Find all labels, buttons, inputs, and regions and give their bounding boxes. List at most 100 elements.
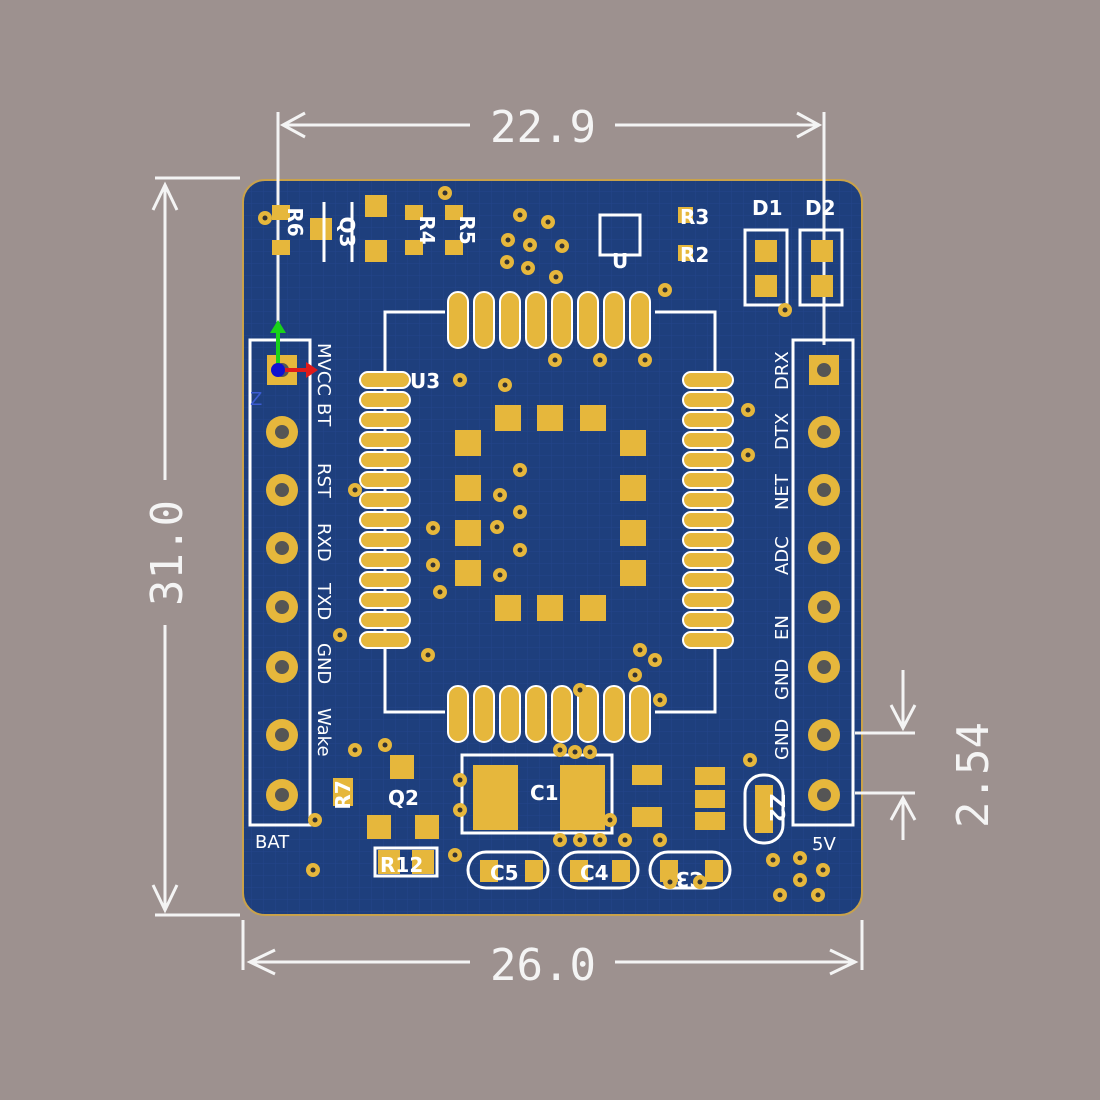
via-hole bbox=[777, 892, 783, 898]
q3-designator: Q3 bbox=[335, 217, 359, 248]
via-hole bbox=[587, 749, 593, 755]
u3-center-pad bbox=[455, 560, 481, 586]
u3-pad bbox=[359, 451, 411, 469]
via-hole bbox=[517, 467, 523, 473]
u3-pad bbox=[499, 685, 521, 743]
via-hole bbox=[697, 879, 703, 885]
via-hole bbox=[517, 212, 523, 218]
u3-pad bbox=[629, 685, 651, 743]
via-hole bbox=[497, 492, 503, 498]
u3-pad bbox=[359, 551, 411, 569]
u3-pad bbox=[577, 291, 599, 349]
via-hole bbox=[657, 837, 663, 843]
via-hole bbox=[430, 562, 436, 568]
via-hole bbox=[747, 757, 753, 763]
u3-pads bbox=[359, 291, 734, 743]
via-hole bbox=[517, 509, 523, 515]
u3-pad bbox=[603, 291, 625, 349]
d1-designator: D1 bbox=[752, 196, 783, 220]
u3-center-pad bbox=[620, 520, 646, 546]
u3-pad bbox=[359, 491, 411, 509]
u3-pad bbox=[682, 431, 734, 449]
left-pin-label: TXD bbox=[313, 582, 334, 620]
u3-center-pad bbox=[620, 560, 646, 586]
via-hole bbox=[597, 837, 603, 843]
right-header-pins bbox=[808, 355, 840, 811]
u3-pad bbox=[359, 511, 411, 529]
left-pin-label: GND bbox=[313, 643, 334, 684]
via-hole bbox=[497, 572, 503, 578]
u-designator: U bbox=[612, 249, 628, 273]
via-hole bbox=[797, 855, 803, 861]
u3-pad bbox=[447, 685, 469, 743]
via-hole bbox=[352, 747, 358, 753]
u3-pad bbox=[682, 451, 734, 469]
r3-designator: R3 bbox=[680, 205, 709, 229]
via-hole bbox=[505, 237, 511, 243]
right-pin-label: DTX bbox=[772, 413, 793, 450]
via-hole bbox=[572, 749, 578, 755]
via-hole bbox=[577, 687, 583, 693]
u3-center-pad bbox=[580, 595, 606, 621]
u3-center-pad bbox=[455, 430, 481, 456]
dimension-height: 31.0 bbox=[142, 500, 193, 606]
via-hole bbox=[745, 452, 751, 458]
via-hole bbox=[545, 219, 551, 225]
via-hole bbox=[442, 190, 448, 196]
left-pin-label: RST bbox=[313, 463, 334, 499]
c1-designator: C1 bbox=[530, 781, 559, 805]
u3-pad bbox=[682, 631, 734, 649]
via-hole bbox=[517, 547, 523, 553]
r2-designator: R2 bbox=[680, 243, 709, 267]
pcb-board bbox=[242, 179, 863, 916]
u3-pad bbox=[525, 291, 547, 349]
d2-designator: D2 bbox=[805, 196, 836, 220]
u3-center-pad bbox=[495, 405, 521, 431]
via-hole bbox=[642, 357, 648, 363]
via-hole bbox=[310, 867, 316, 873]
left-pin-label: RXD bbox=[313, 523, 334, 562]
via-hole bbox=[494, 524, 500, 530]
via-hole bbox=[559, 243, 565, 249]
via-hole bbox=[452, 852, 458, 858]
via-hole bbox=[262, 215, 268, 221]
right-header-outline bbox=[791, 338, 855, 827]
right-pin-label: NET bbox=[772, 473, 793, 510]
dimension-pin-pitch: 2.54 bbox=[948, 722, 999, 828]
u3-pad bbox=[359, 531, 411, 549]
via-hole bbox=[502, 382, 508, 388]
dimension-lines bbox=[151, 111, 917, 976]
via-hole bbox=[657, 697, 663, 703]
u3-pad bbox=[682, 471, 734, 489]
r7-designator: R7 bbox=[331, 780, 355, 809]
header-pin-hole bbox=[817, 483, 831, 497]
u3-center-pad bbox=[455, 520, 481, 546]
u3-pad bbox=[603, 685, 625, 743]
header-pin-hole bbox=[275, 483, 289, 497]
u3-pad bbox=[629, 291, 651, 349]
u3-pad bbox=[359, 571, 411, 589]
u3-center-pad bbox=[537, 405, 563, 431]
r12-designator: R12 bbox=[380, 853, 423, 877]
u3-pad bbox=[359, 371, 411, 389]
via-hole bbox=[622, 837, 628, 843]
header-pin-hole bbox=[817, 660, 831, 674]
u3-designator: U3 bbox=[410, 369, 440, 393]
header-pin-hole bbox=[275, 728, 289, 742]
via-hole bbox=[525, 265, 531, 271]
header-pin-hole bbox=[817, 788, 831, 802]
via-hole bbox=[637, 647, 643, 653]
via-hole bbox=[652, 657, 658, 663]
u3-pad bbox=[359, 631, 411, 649]
header-pin-hole bbox=[817, 600, 831, 614]
header-pin-hole bbox=[275, 788, 289, 802]
u3-pad bbox=[359, 611, 411, 629]
axis-z-label: Z bbox=[250, 389, 262, 410]
c4-designator: C4 bbox=[580, 861, 609, 885]
right-pin-label: ADC bbox=[772, 536, 793, 575]
via-hole bbox=[745, 407, 751, 413]
u3-pad bbox=[682, 371, 734, 389]
header-pin-hole bbox=[817, 363, 831, 377]
via-hole bbox=[457, 807, 463, 813]
header-pin-hole bbox=[817, 541, 831, 555]
